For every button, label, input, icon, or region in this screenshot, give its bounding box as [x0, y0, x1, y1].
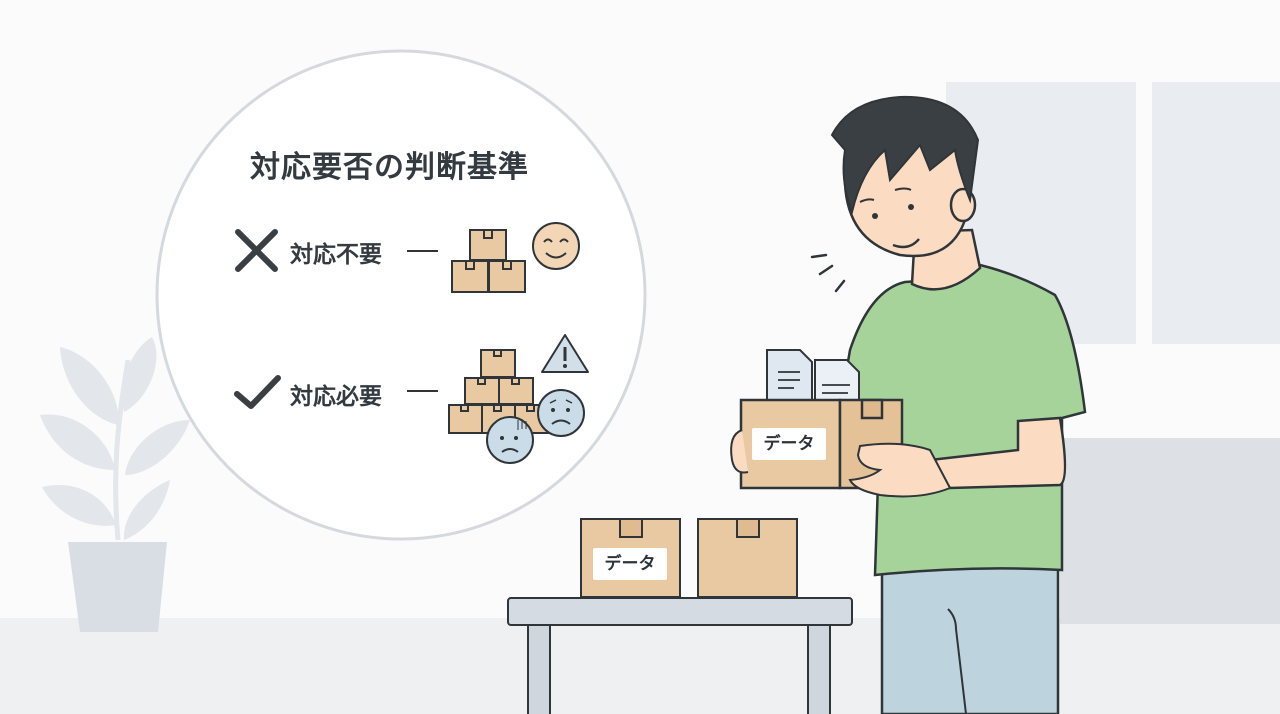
floor [0, 618, 1280, 714]
not-required-text: 対応不要 [290, 242, 382, 268]
table [507, 597, 853, 714]
criteria-title: 対応要否の判断基準 [250, 150, 529, 185]
background-counter [1060, 438, 1280, 624]
sad-face-icon [486, 416, 534, 464]
few-boxes-icon [451, 229, 526, 293]
documents-icon [766, 349, 860, 403]
check-mark-icon [234, 375, 281, 409]
wall-panel-right [1152, 82, 1280, 344]
criteria-circle [155, 49, 647, 541]
plant-icon [40, 337, 190, 632]
table-box-plain [697, 518, 798, 598]
happy-face-icon [532, 222, 580, 270]
criteria-required-label: 対応必要 [290, 377, 382, 411]
x-mark-icon [235, 229, 278, 272]
criteria-not-required-label: 対応不要 [290, 235, 382, 269]
warning-icon [541, 334, 589, 373]
worried-face-icon [537, 389, 585, 437]
right-hand [848, 442, 952, 498]
held-box-label: データ [752, 428, 826, 460]
left-hand [730, 429, 749, 474]
table-box-label: データ [593, 548, 667, 580]
person [810, 95, 1087, 714]
required-text: 対応必要 [290, 384, 382, 410]
